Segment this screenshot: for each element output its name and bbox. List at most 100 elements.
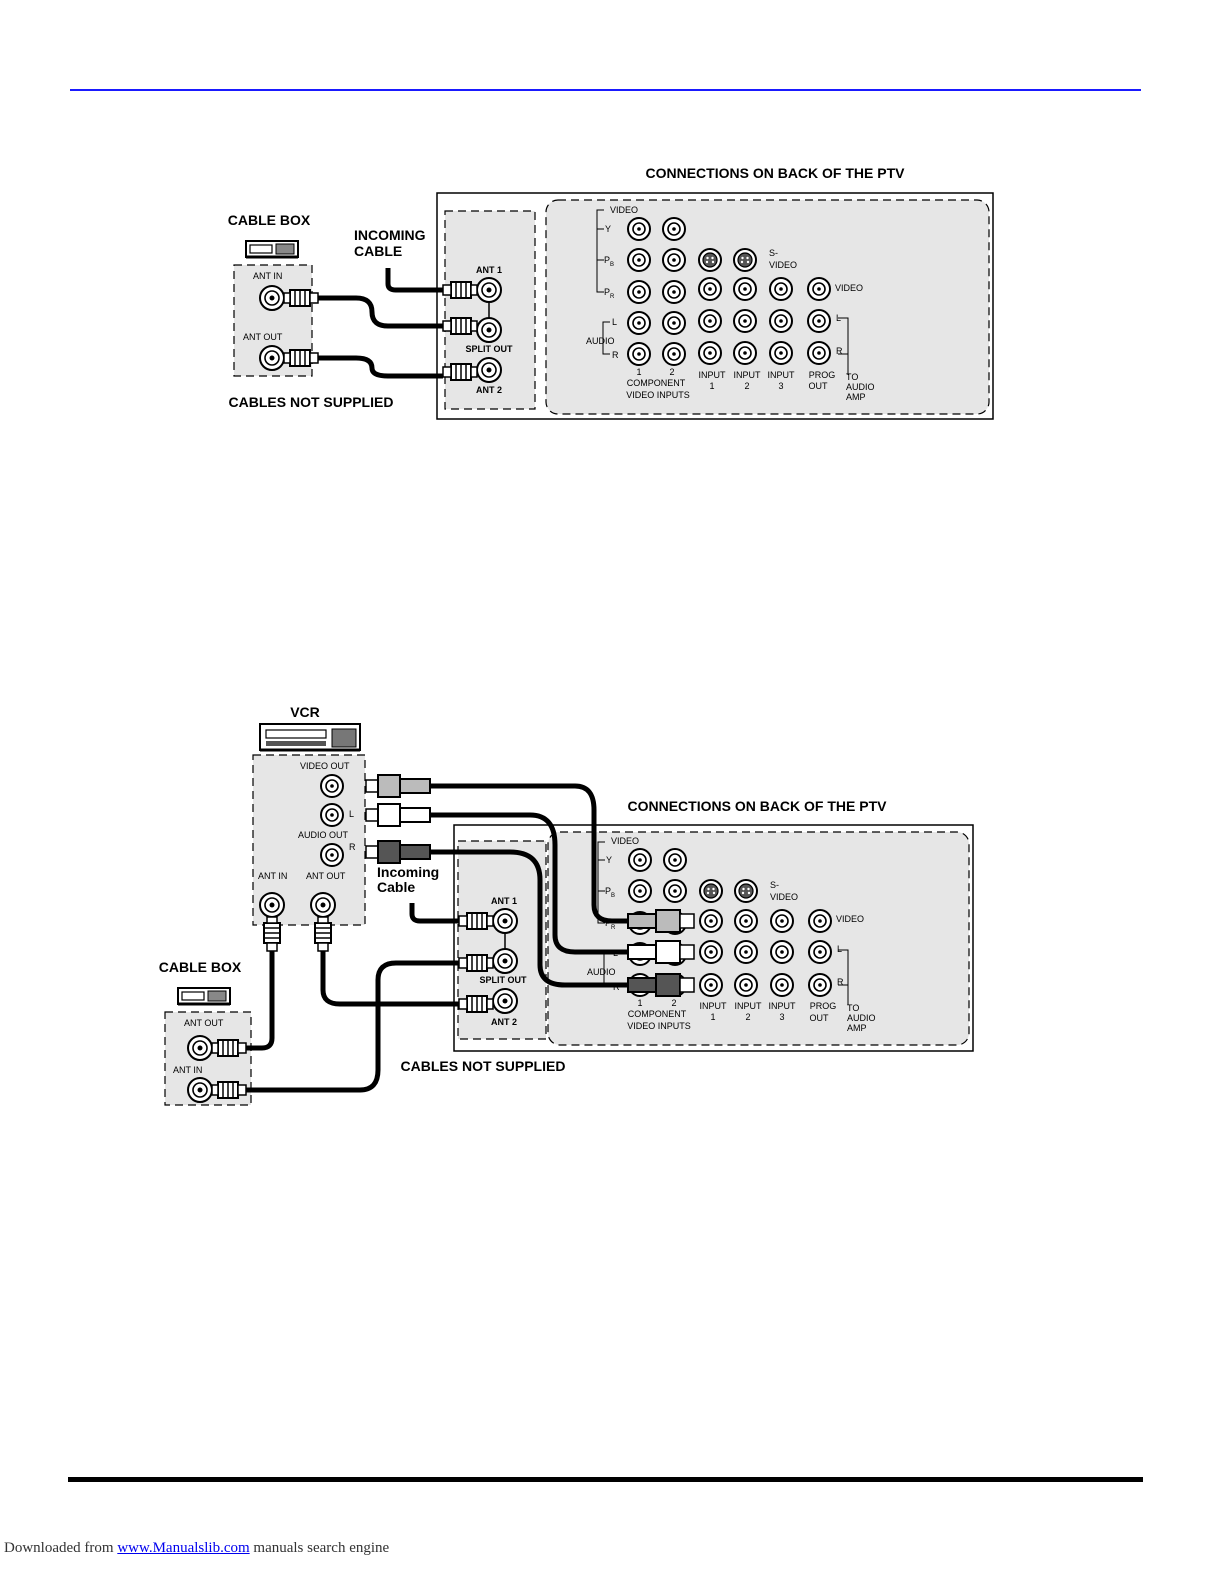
vcr-audio-l-jack[interactable] <box>320 803 344 827</box>
av-section <box>545 199 990 415</box>
input3-label-a: INPUT <box>768 370 796 380</box>
video-label: VIDEO <box>610 205 638 215</box>
box-to-ant2-cable <box>318 355 443 379</box>
component-label-1-2: COMPONENT <box>628 1009 687 1019</box>
ant2-jack-2[interactable] <box>492 988 518 1014</box>
incoming-cable-label-2-2: Cable <box>377 879 415 895</box>
cable-box-ant-out-jack[interactable] <box>259 345 285 371</box>
top-rule <box>70 89 1141 91</box>
video-label-2: VIDEO <box>611 836 639 846</box>
l-label: L <box>612 317 617 327</box>
vcr-audio-r-jack[interactable] <box>320 843 344 867</box>
col2-label: 2 <box>669 367 674 377</box>
vcr-out-to-ant2-cable <box>320 951 459 1007</box>
y-label: Y <box>605 224 611 234</box>
input2-label-b: 2 <box>744 381 749 391</box>
vcr-l-label: L <box>349 809 354 819</box>
s-video-label-1: S- <box>769 248 778 258</box>
diagram-2: CONNECTIONS ON BACK OF THE PTV ANT 1 SPL… <box>159 704 974 1106</box>
cable-box-ant-in-jack[interactable] <box>259 285 285 311</box>
vcr-audio-r-plug <box>365 840 431 864</box>
input2-label-b-2: 2 <box>745 1012 750 1022</box>
ant1-jack[interactable] <box>476 277 502 303</box>
cables-not-supplied-note: CABLES NOT SUPPLIED <box>229 394 394 410</box>
cable-box-icon <box>244 239 300 259</box>
to-label-c-2: AMP <box>847 1023 867 1033</box>
ant1-label: ANT 1 <box>476 265 502 275</box>
ptv-audio-r-plug <box>627 973 695 997</box>
col1-label: 1 <box>636 367 641 377</box>
footer-prefix: Downloaded from <box>4 1540 118 1556</box>
r-right-label: R <box>836 346 843 356</box>
incoming-cable-line <box>385 268 443 293</box>
footer-suffix: manuals search engine <box>249 1540 390 1556</box>
vcr-r-label: R <box>349 842 356 852</box>
s-video-label-2-2: VIDEO <box>770 892 798 902</box>
vcr-audio-l-plug <box>365 803 431 827</box>
bottom-rule <box>68 1477 1143 1482</box>
input3-label-b: 3 <box>778 381 783 391</box>
component-label-2: VIDEO INPUTS <box>626 390 690 400</box>
to-label-a: TO <box>846 372 858 382</box>
to-label-b-2: AUDIO <box>847 1013 876 1023</box>
l-right-label-2: L <box>837 944 842 954</box>
ant2-jack[interactable] <box>476 357 502 383</box>
cable-box-ant-in-label-2: ANT IN <box>173 1065 202 1075</box>
cable-box-label: CABLE BOX <box>228 212 311 228</box>
r-right-label-2: R <box>837 977 844 987</box>
vcr-ant-out-label: ANT OUT <box>306 871 346 881</box>
input1-label-b-2: 1 <box>710 1012 715 1022</box>
manualslib-link[interactable]: www.Manualslib.com <box>117 1540 250 1556</box>
split-out-jack[interactable] <box>476 317 502 343</box>
col1-label-2: 1 <box>637 998 642 1008</box>
vcr-ant-in-label: ANT IN <box>258 871 287 881</box>
audio-label-2: AUDIO <box>587 967 616 977</box>
pb-label: PB <box>604 255 614 268</box>
prog-label-a: PROG <box>809 370 836 380</box>
video-right-label-2: VIDEO <box>836 914 864 924</box>
split-to-box-cable <box>318 295 443 329</box>
input1-label-b: 1 <box>709 381 714 391</box>
vcr-video-out-jack[interactable] <box>320 774 344 798</box>
ant1-label-2: ANT 1 <box>491 896 517 906</box>
cable-box-ant-in-jack-2[interactable] <box>187 1077 213 1103</box>
vcr-video-out-label: VIDEO OUT <box>300 761 350 771</box>
cable-box-label-2: CABLE BOX <box>159 959 242 975</box>
cable-box-ant-out-label-2: ANT OUT <box>184 1018 224 1028</box>
incoming-cable-label-2: CABLE <box>354 243 402 259</box>
ptv-video-plug <box>627 909 695 933</box>
l-right-label: L <box>836 313 841 323</box>
cable-box-ant-out-label: ANT OUT <box>243 332 283 342</box>
vcr-ant-in-jack[interactable] <box>259 892 285 918</box>
box-to-vcr-in-cable <box>246 951 275 1051</box>
pb-label-2: PB <box>605 886 615 899</box>
s-video-label-2: VIDEO <box>769 260 797 270</box>
split-out-label-2: SPLIT OUT <box>480 975 528 985</box>
split-out-label: SPLIT OUT <box>466 344 514 354</box>
split-out-jack-2[interactable] <box>492 948 518 974</box>
vcr-ant-out-jack[interactable] <box>310 892 336 918</box>
input2-label-a: INPUT <box>734 370 762 380</box>
video-right-label: VIDEO <box>835 283 863 293</box>
diagram-1: CONNECTIONS ON BACK OF THE PTV ANT 1 SPL… <box>228 165 994 420</box>
audio-r-rca-cable <box>430 849 628 988</box>
ant2-label: ANT 2 <box>476 385 502 395</box>
ant2-label-2: ANT 2 <box>491 1017 517 1027</box>
to-label-b: AUDIO <box>846 382 875 392</box>
r-label: R <box>612 350 619 360</box>
cable-box-ant-in-label: ANT IN <box>253 271 282 281</box>
s-video-label-1-2: S- <box>770 880 779 890</box>
incoming-cable-label-1: INCOMING <box>354 227 426 243</box>
cable-box-ant-out-jack-2[interactable] <box>187 1035 213 1061</box>
cable-box-icon-2 <box>176 986 232 1006</box>
ant1-jack-2[interactable] <box>492 908 518 934</box>
y-label-2: Y <box>606 855 612 865</box>
input3-label-b-2: 3 <box>779 1012 784 1022</box>
vcr-video-plug <box>365 774 431 798</box>
vcr-icon <box>259 723 361 752</box>
split-to-box-in-cable <box>246 960 459 1093</box>
prog-label-b-2: OUT <box>810 1013 830 1023</box>
ptv-audio-l-plug <box>627 940 695 964</box>
cables-not-supplied-note-2: CABLES NOT SUPPLIED <box>401 1058 566 1074</box>
